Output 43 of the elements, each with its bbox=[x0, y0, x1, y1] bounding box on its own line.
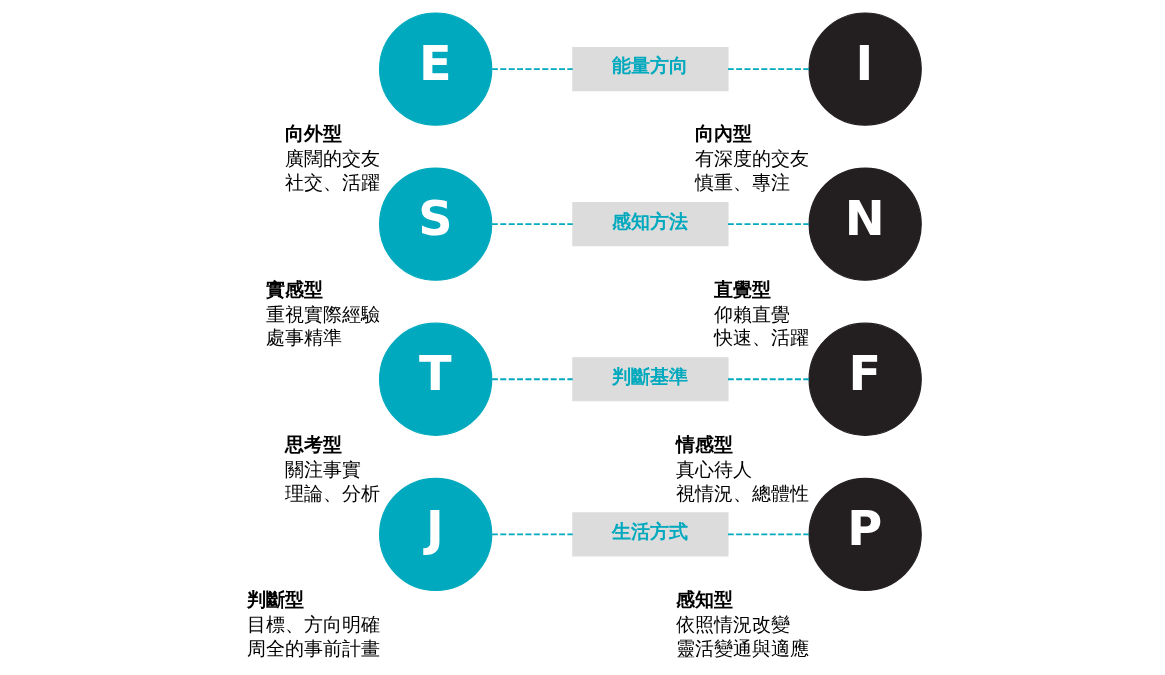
connector bbox=[490, 68, 574, 70]
node-label: 重視實際經驗 bbox=[265, 302, 380, 325]
node-label: 廣闊的交友 bbox=[284, 147, 380, 170]
node-label: 感知型 bbox=[675, 587, 733, 610]
node-label: 周全的事前計畫 bbox=[246, 636, 380, 659]
node-circle: I bbox=[808, 12, 922, 126]
node-label: 處事精準 bbox=[265, 326, 342, 349]
node-box: 判斷基準 bbox=[571, 357, 729, 402]
node-label: 真心待人 bbox=[675, 457, 752, 480]
node-box: 感知方法 bbox=[571, 202, 729, 247]
node-label: 社交、活躍 bbox=[284, 171, 380, 194]
node-label: 情感型 bbox=[675, 432, 733, 455]
node-label: 慎重、專注 bbox=[694, 171, 790, 194]
node-label: 向內型 bbox=[694, 122, 752, 145]
connector bbox=[490, 223, 574, 226]
node-label: 判斷型 bbox=[246, 587, 304, 610]
node-label: 有深度的交友 bbox=[694, 147, 809, 170]
connector bbox=[726, 68, 810, 70]
node-label: 思考型 bbox=[284, 432, 342, 455]
node-label: 關注事實 bbox=[284, 457, 361, 480]
node-label: 直覺型 bbox=[713, 277, 771, 300]
node-label: 理論、分析 bbox=[284, 481, 380, 504]
node-circle: N bbox=[808, 167, 922, 281]
connector bbox=[726, 223, 810, 226]
node-label: 靈活變通與適應 bbox=[675, 636, 809, 659]
connector bbox=[490, 533, 574, 536]
connector bbox=[726, 378, 810, 381]
node-circle: E bbox=[378, 12, 492, 126]
node-circle: T bbox=[378, 322, 492, 436]
node-circle: F bbox=[808, 322, 922, 436]
connector bbox=[490, 378, 574, 381]
node-box: 生活方式 bbox=[571, 512, 729, 557]
node-label: 仰賴直覺 bbox=[713, 302, 790, 325]
node-circle: P bbox=[808, 477, 922, 592]
node-circle: S bbox=[378, 167, 492, 281]
node-box: 能量方向 bbox=[571, 47, 729, 92]
node-label: 依照情況改變 bbox=[675, 612, 790, 635]
connector bbox=[726, 533, 810, 536]
node-label: 向外型 bbox=[284, 122, 342, 145]
node-label: 目標、方向明確 bbox=[246, 612, 380, 635]
node-label: 快速、活躍 bbox=[713, 326, 809, 349]
node-label: 視情況、總體性 bbox=[675, 481, 809, 504]
node-label: 實感型 bbox=[265, 277, 323, 300]
